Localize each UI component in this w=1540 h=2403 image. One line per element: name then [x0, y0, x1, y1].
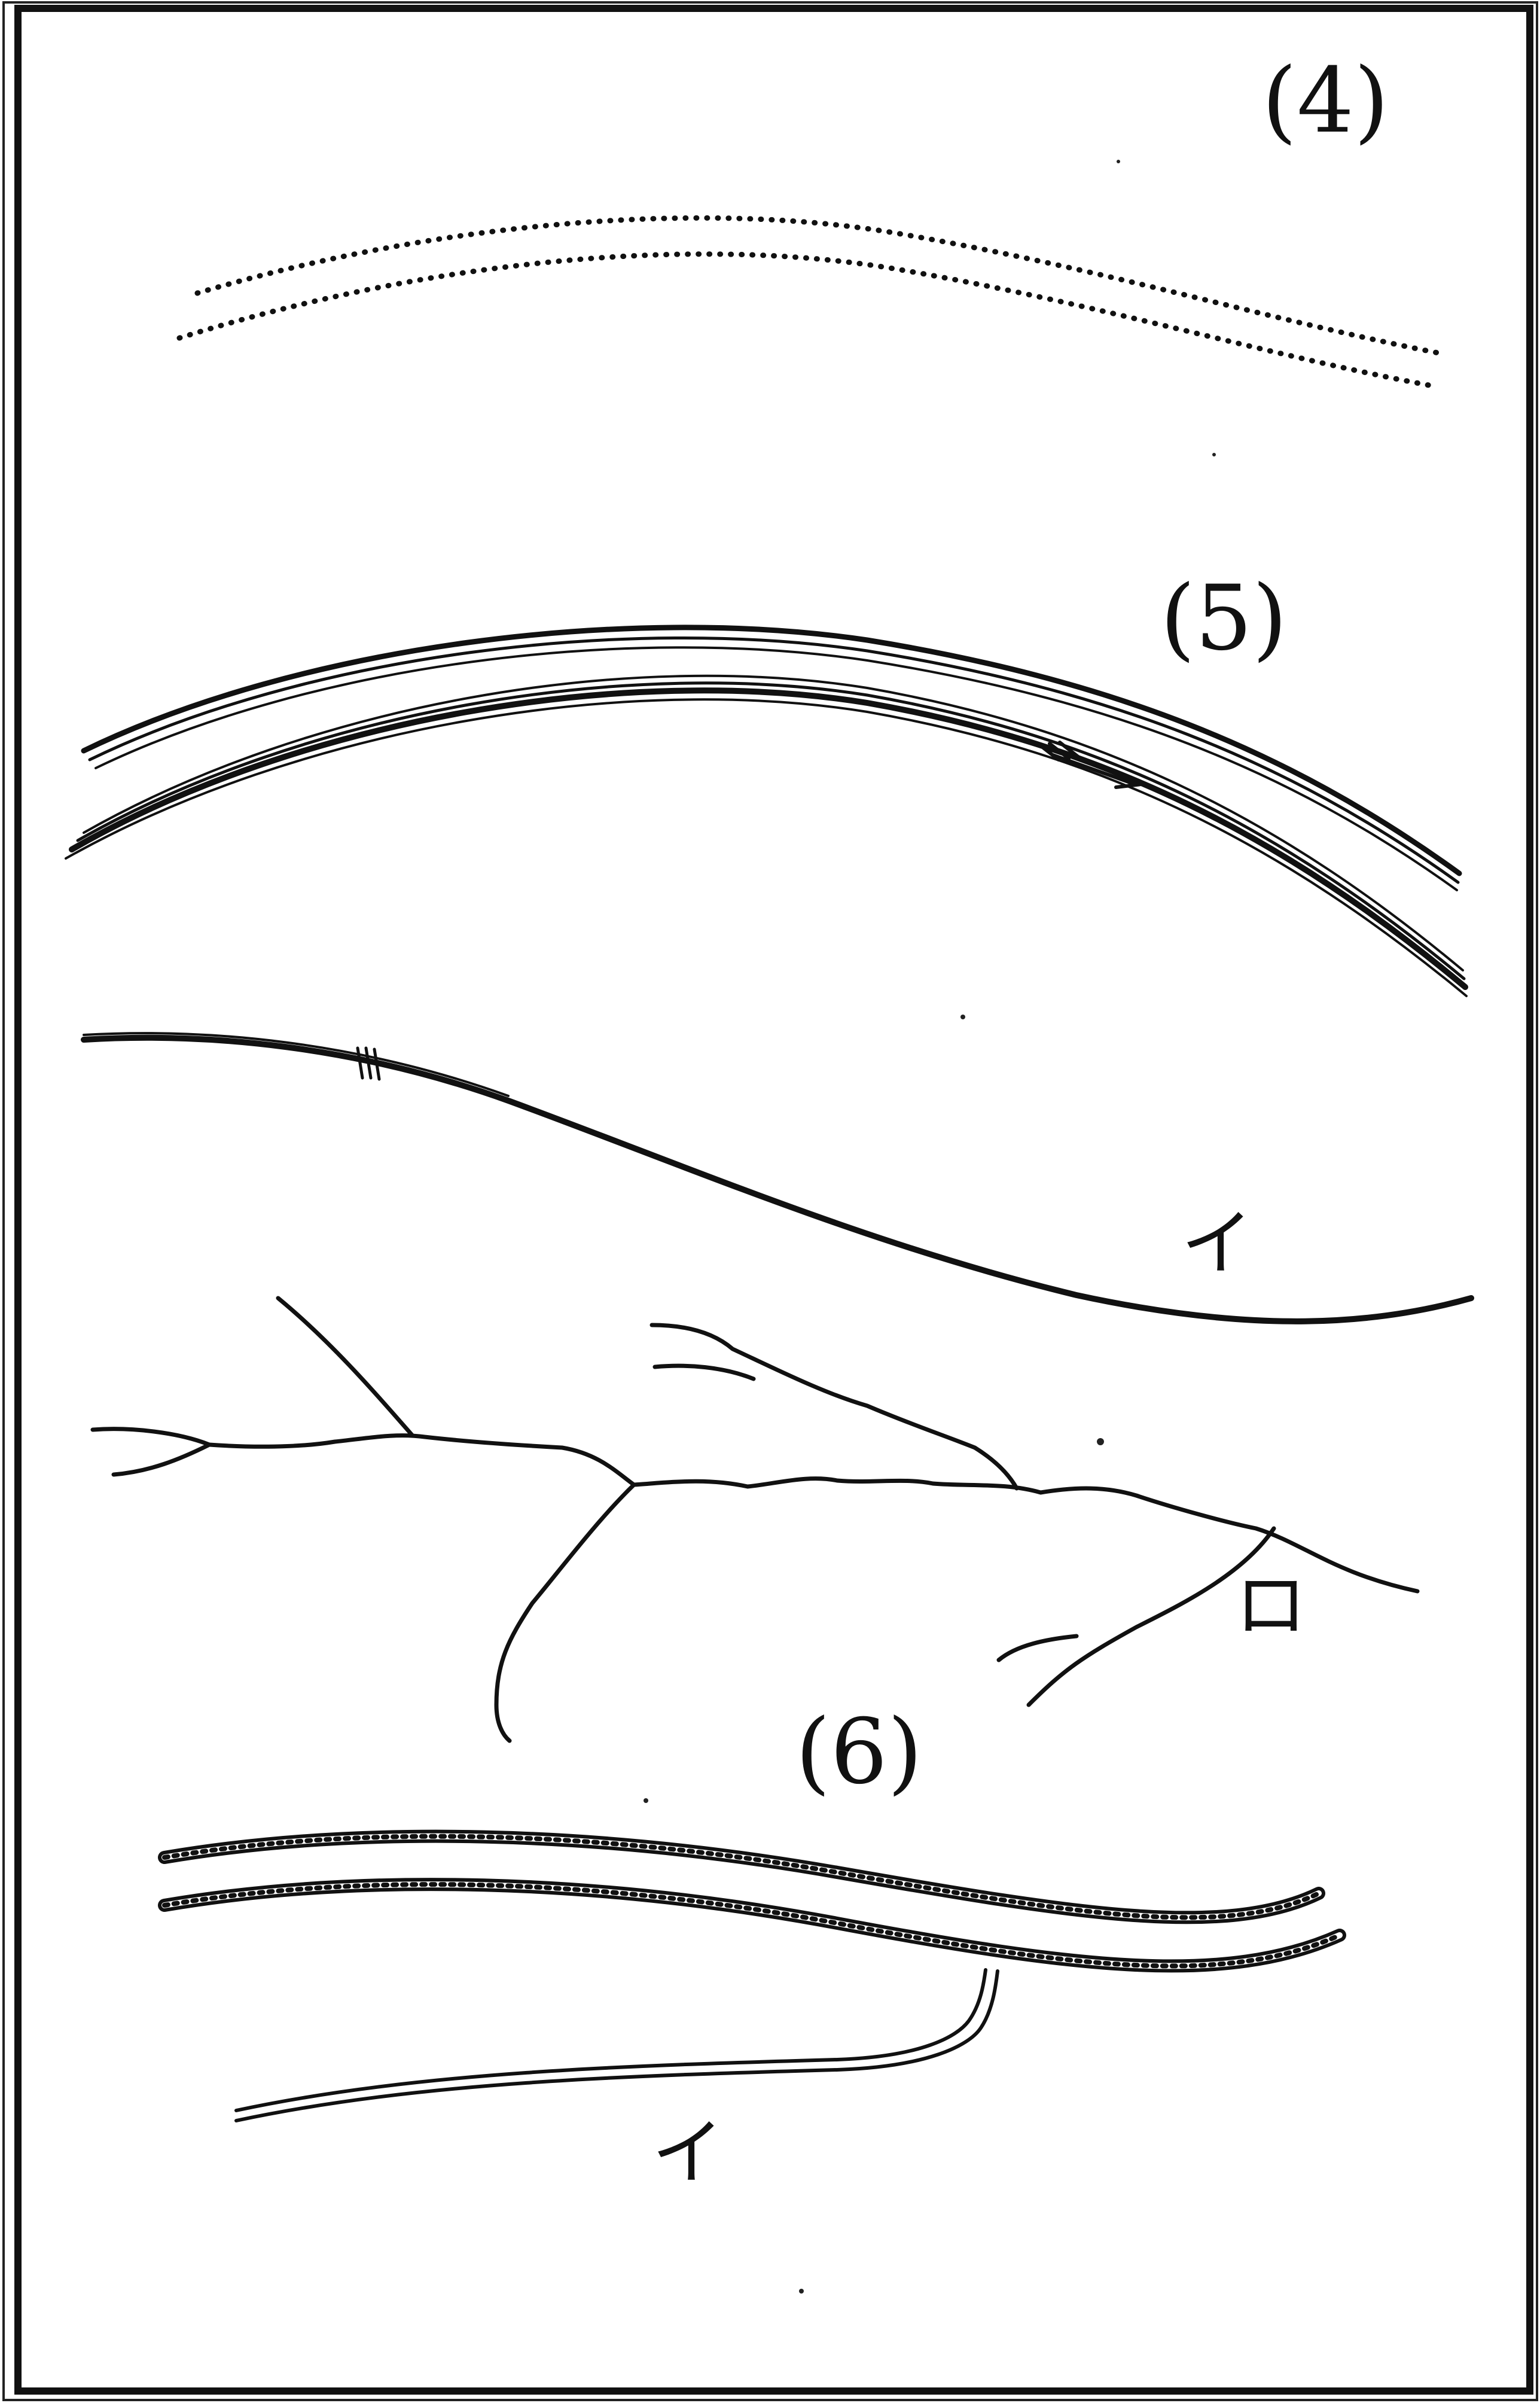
fig5-label-i: イ — [1181, 1202, 1253, 1286]
fig5-line-i — [84, 1033, 1471, 1321]
fig5-upper-band — [66, 628, 1466, 996]
fig6-beaded-lines — [164, 1836, 1340, 1966]
fig4-dotted-line-upper — [197, 218, 1438, 353]
fig6-label-i: イ — [652, 2112, 724, 2195]
paper-specks — [644, 160, 1216, 2294]
fig5-label-ro: ロ — [1235, 1564, 1307, 1647]
fig4-dotted-line-lower — [179, 254, 1432, 386]
figure-4-dotted-lines — [179, 218, 1438, 386]
fig6-branch-line-i — [236, 1970, 998, 2121]
figure-4-label: (4) — [1262, 49, 1389, 153]
figure-6-label: (6) — [795, 1700, 922, 1804]
figure-5-label: (5) — [1160, 567, 1287, 671]
fig5-crack-lines — [93, 1298, 1417, 1741]
